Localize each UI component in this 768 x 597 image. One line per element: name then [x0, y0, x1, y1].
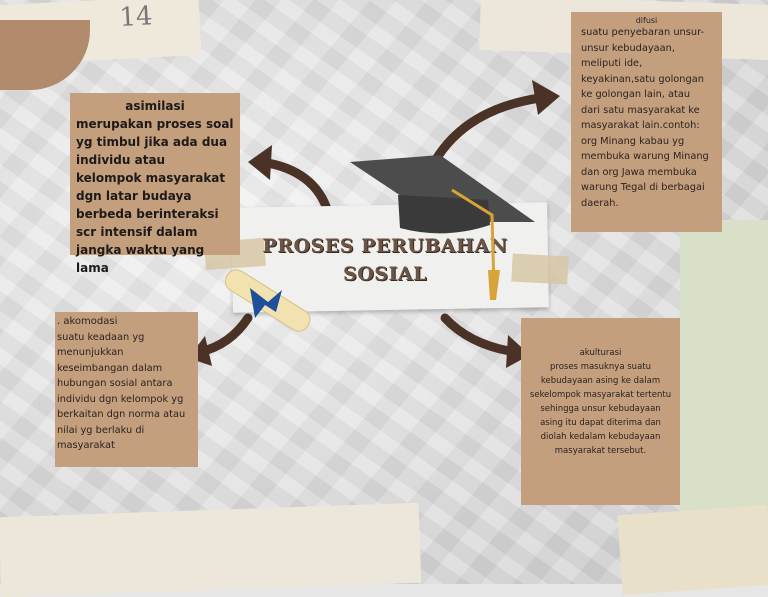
card-heading: akulturasi — [579, 348, 622, 358]
card-akulturasi: akulturasi proses masuknya suatu kebuday… — [521, 318, 680, 505]
arrowhead-difusi — [532, 80, 560, 115]
arrowhead-akulturasi — [506, 335, 530, 368]
title-line-1: PROSES PERUBAHAN — [262, 235, 508, 257]
arrowhead-asimilasi — [248, 145, 272, 180]
page-title: PROSES PERUBAHAN SOSIAL — [250, 232, 520, 288]
arrow-to-asimilasi — [257, 157, 333, 217]
card-body: suatu keadaan yg menunjukkan keseimbanga… — [57, 331, 186, 452]
card-difusi: difusi suatu penyebaran unsur-unsur kebu… — [571, 12, 722, 232]
graduation-cap-icon — [350, 155, 535, 300]
card-body: merupakan proses soal yg timbul jika ada… — [76, 117, 234, 275]
diploma-scroll-icon — [224, 269, 311, 332]
card-body: suatu penyebaran unsur-unsur kebudayaan,… — [581, 27, 709, 209]
card-akomodasi: . akomodasi suatu keadaan yg menunjukkan… — [55, 312, 198, 467]
card-body: proses masuknya suatu kebudayaan asing k… — [529, 362, 672, 456]
card-asimilasi: asimilasi merupakan proses soal yg timbu… — [70, 93, 240, 275]
card-heading: difusi — [635, 16, 658, 25]
title-line-2: SOSIAL — [343, 263, 427, 285]
arrow-to-akulturasi — [440, 313, 520, 357]
card-heading: asimilasi — [125, 99, 185, 113]
card-heading: . akomodasi — [57, 316, 118, 327]
